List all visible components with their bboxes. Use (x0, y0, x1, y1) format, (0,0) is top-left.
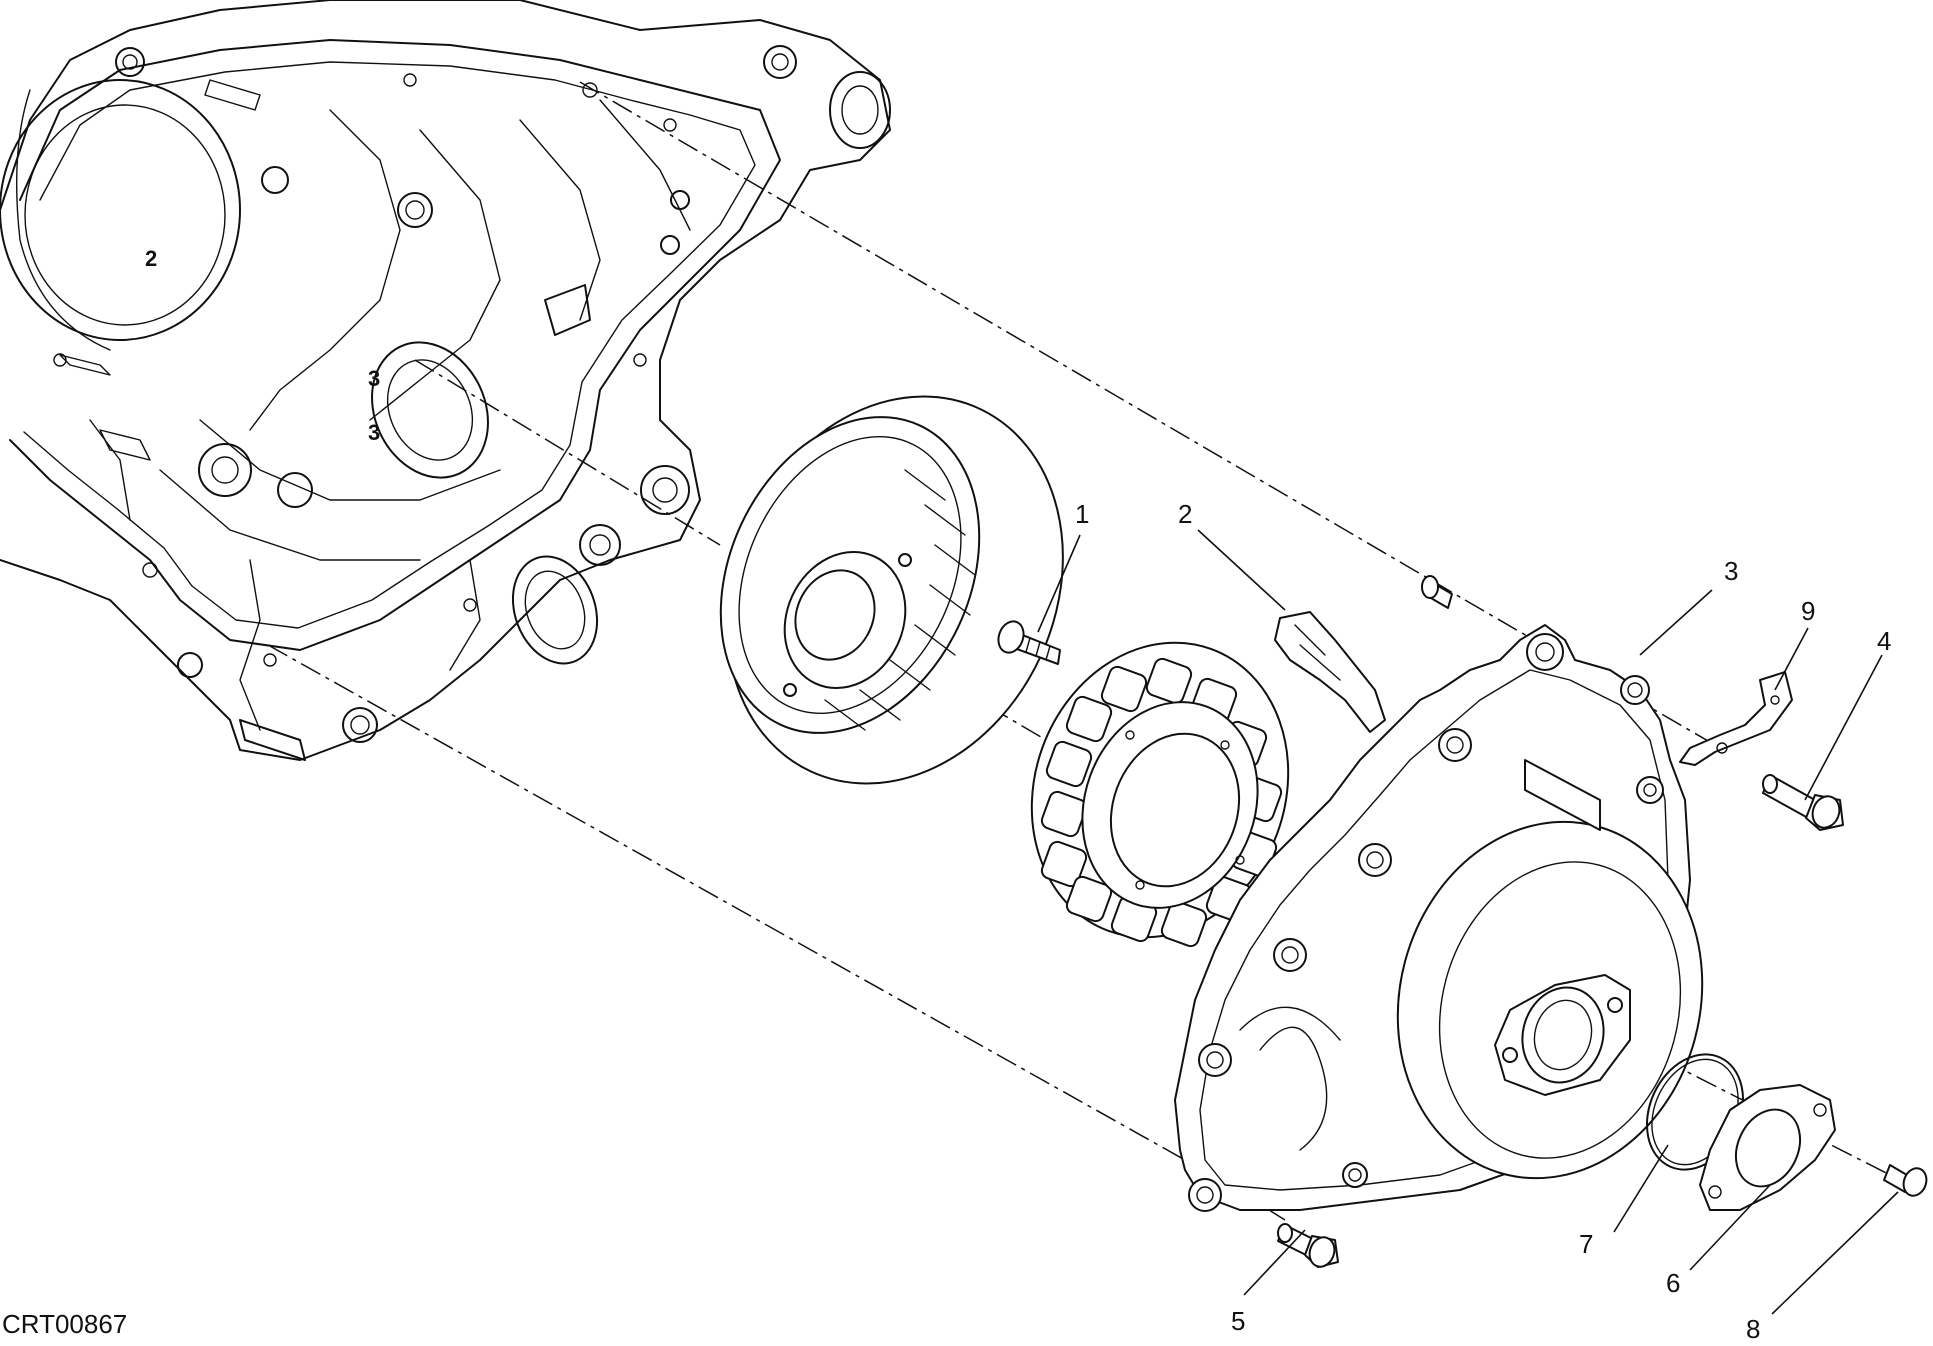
cable-clamp (1274, 611, 1386, 733)
callout-1: 1 (1075, 499, 1089, 529)
crankcase (0, 0, 891, 761)
dowel-pin (1421, 575, 1453, 609)
callout-2: 2 (1178, 499, 1192, 529)
stator-bolt (997, 620, 1061, 665)
callout-3: 3 (1724, 556, 1738, 586)
screw-8 (1883, 1164, 1928, 1197)
callout-5: 5 (1231, 1306, 1245, 1336)
callout-7: 7 (1579, 1229, 1593, 1259)
stator (1030, 641, 1290, 948)
bolt-4 (1762, 774, 1844, 831)
generator-cover (1174, 624, 1704, 1212)
casting-mark-3-lower: 3 (368, 420, 380, 445)
casting-mark-2: 2 (145, 246, 157, 271)
callout-9: 9 (1801, 596, 1815, 626)
callout-4: 4 (1877, 626, 1891, 656)
inspection-plate (1699, 1084, 1836, 1211)
callout-8: 8 (1746, 1314, 1760, 1344)
bracket (1679, 671, 1793, 766)
drawing-code: CRT00867 (2, 1309, 127, 1339)
callout-6: 6 (1666, 1268, 1680, 1298)
casting-mark-3-upper: 3 (368, 366, 380, 391)
rotor (719, 395, 1064, 785)
leader-lines (1037, 529, 1899, 1315)
bolt-5 (1277, 1223, 1339, 1268)
